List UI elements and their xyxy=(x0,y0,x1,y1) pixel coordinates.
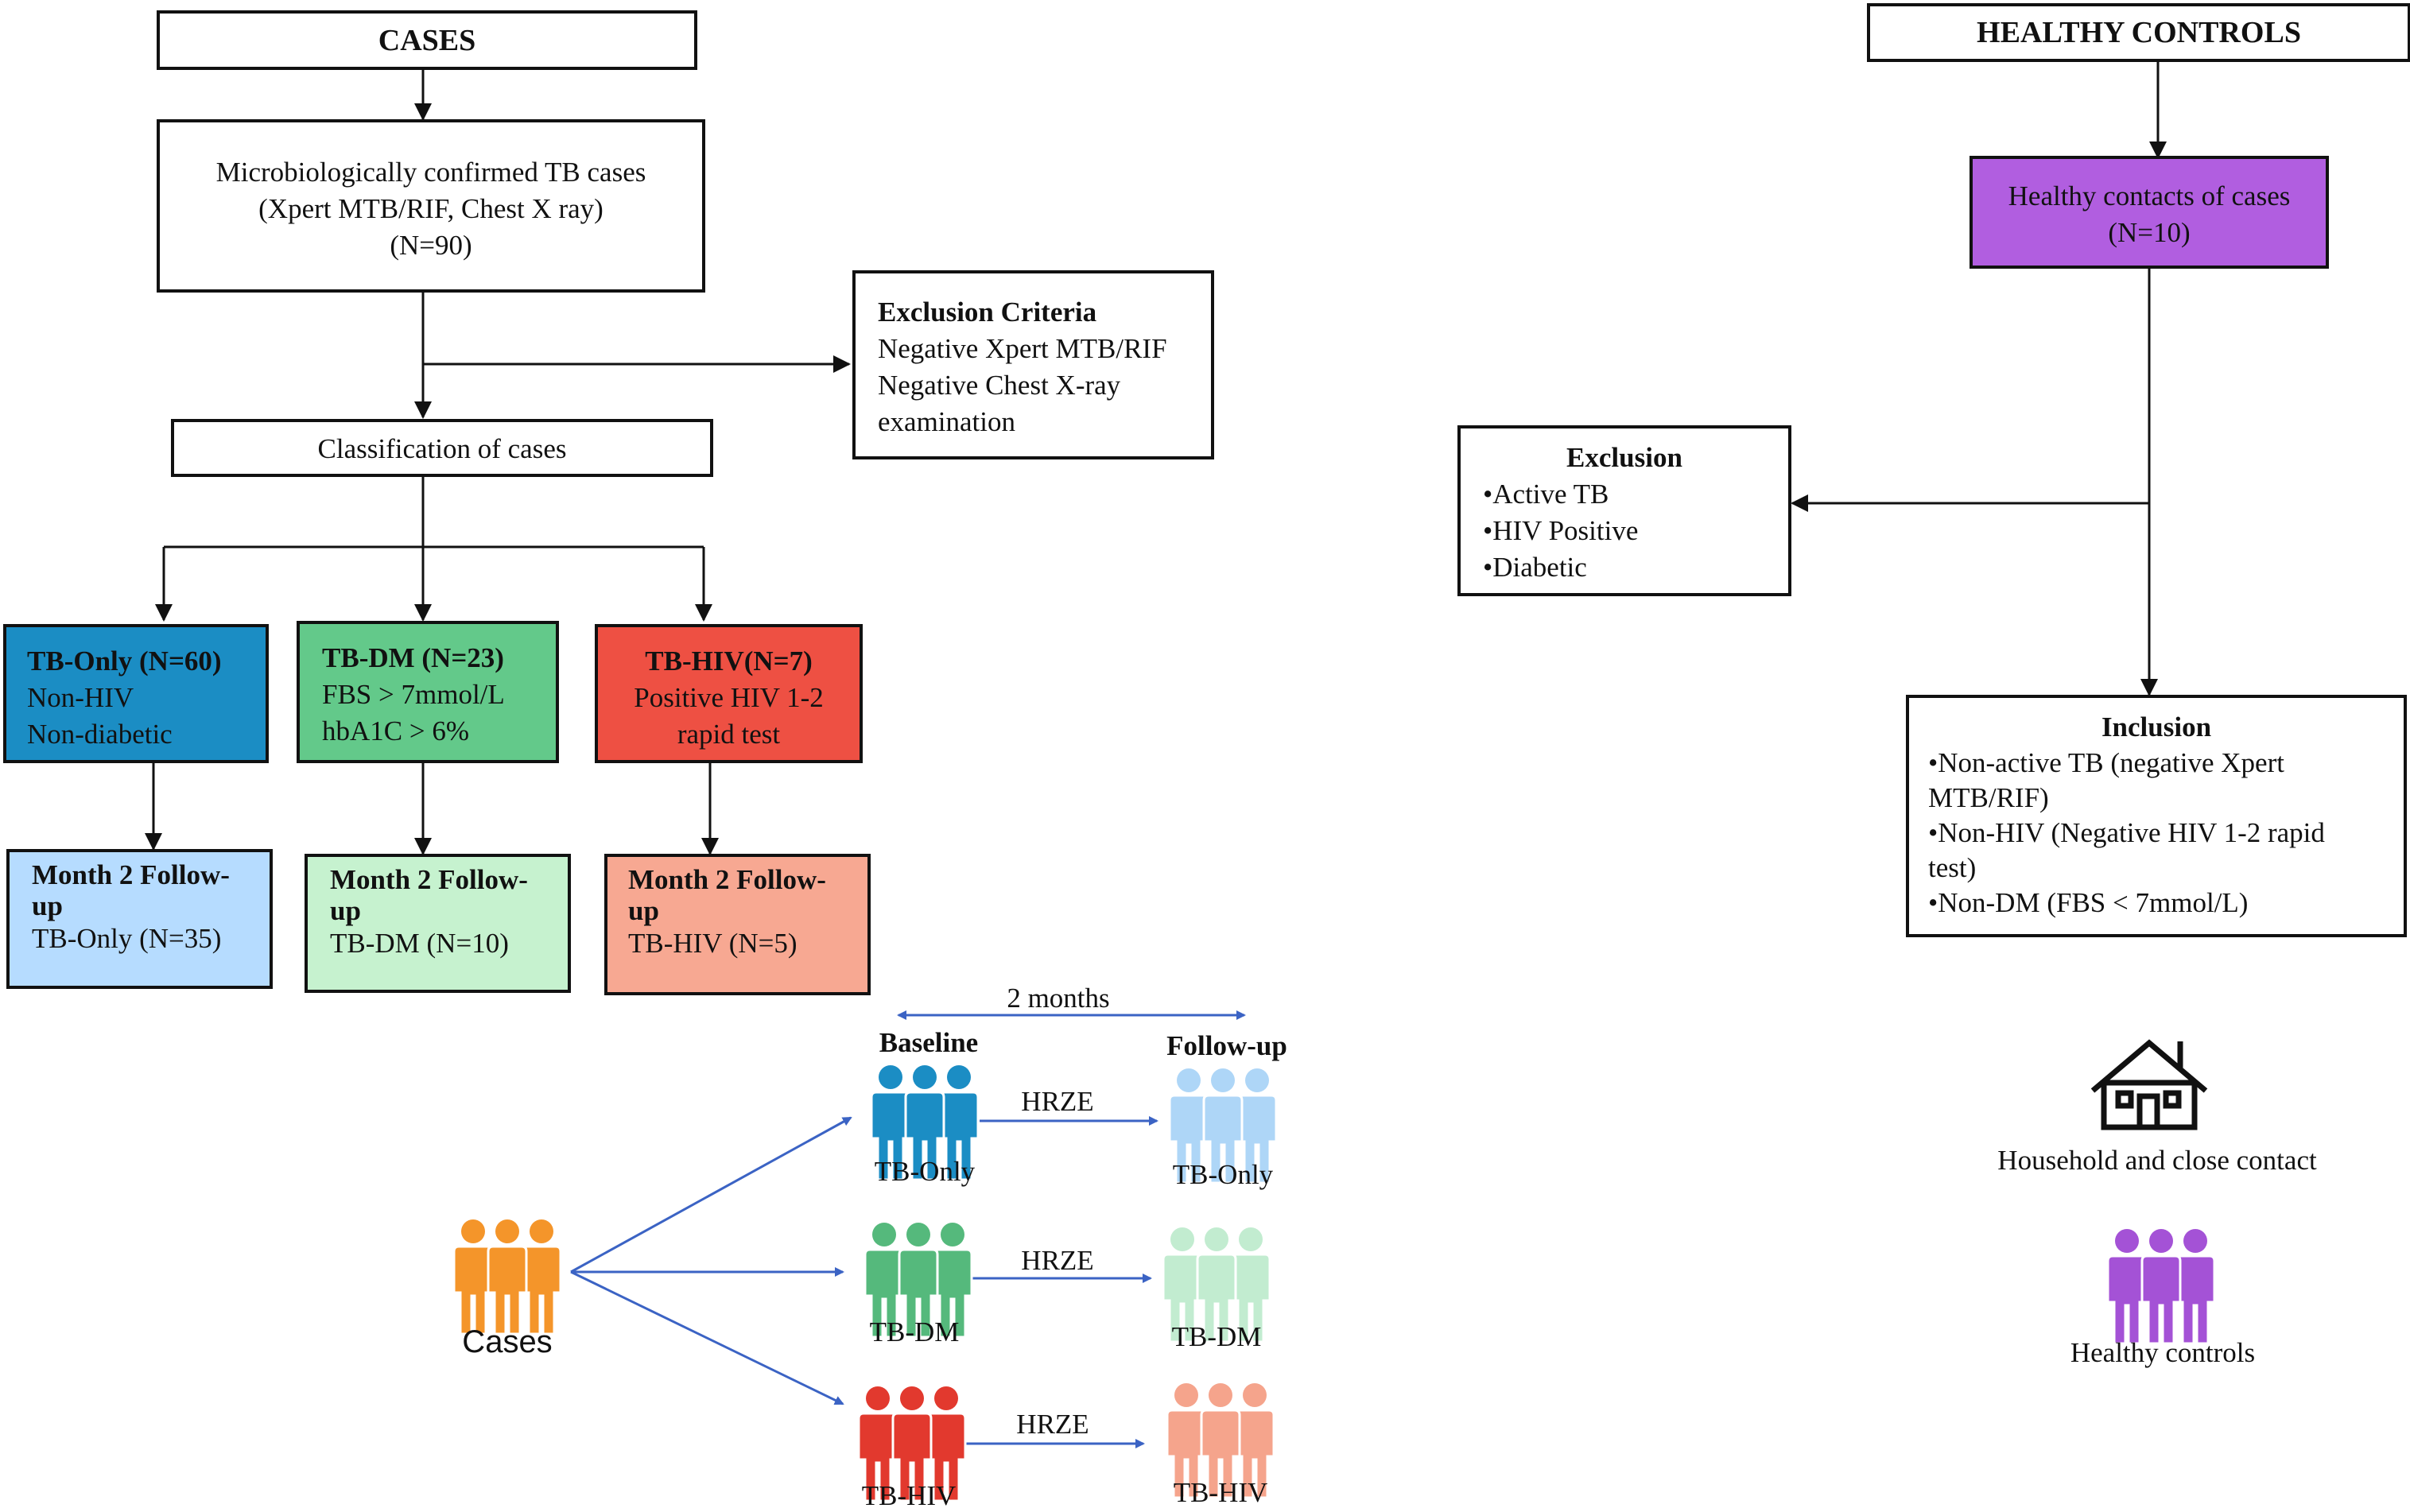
controls-exclusion-line-1: •Active TB xyxy=(1483,479,1609,510)
followup-tb-dm-box: Month 2 Follow- up TB-DM (N=10) xyxy=(305,854,571,993)
tb-only-line-1: Non-HIV xyxy=(27,682,134,713)
controls-header-box: HEALTHY CONTROLS xyxy=(1867,3,2410,62)
followup-tb-hiv-box: Month 2 Follow- up TB-HIV (N=5) xyxy=(604,854,871,995)
tb-dm-line-1: FBS > 7mmol/L xyxy=(322,679,505,710)
controls-exclusion-box: Exclusion •Active TB •HIV Positive •Diab… xyxy=(1457,425,1791,596)
tb-hiv-box: TB-HIV(N=7) Positive HIV 1-2 rapid test xyxy=(595,624,863,763)
household-label: Household and close contact xyxy=(1997,1145,2317,1176)
controls-inclusion-line-2: MTB/RIF) xyxy=(1928,782,2049,813)
tb-only-title: TB-Only (N=60) xyxy=(27,646,222,677)
followup-tb-only-title-2: up xyxy=(32,890,63,921)
followup-tb-hiv-title-2: up xyxy=(628,895,659,926)
classification-label: Classification of cases xyxy=(317,433,567,464)
classification-box: Classification of cases xyxy=(171,419,713,477)
controls-exclusion-title: Exclusion xyxy=(1566,442,1682,473)
confirmed-cases-box: Microbiologically confirmed TB cases (Xp… xyxy=(157,119,705,293)
baseline-tb-dm-label: TB-DM xyxy=(869,1316,960,1347)
house-icon xyxy=(2090,1039,2208,1130)
cases-header-box: CASES xyxy=(157,10,697,70)
followup-tb-hiv-people-icon xyxy=(1166,1383,1275,1499)
followup-tb-dm-label: TB-DM xyxy=(1171,1321,1262,1352)
healthy-contacts-box: Healthy contacts of cases (N=10) xyxy=(1970,156,2329,269)
cases-people-icon xyxy=(452,1219,562,1336)
confirmed-line-1: Microbiologically confirmed TB cases xyxy=(215,157,646,188)
cases-header: CASES xyxy=(378,23,476,57)
baseline-tb-only-label: TB-Only xyxy=(874,1156,976,1187)
followup-label: Follow-up xyxy=(1166,1030,1287,1061)
exclusion-criteria-title: Exclusion Criteria xyxy=(878,297,1097,328)
controls-inclusion-line-1: •Non-active TB (negative Xpert xyxy=(1928,747,2284,778)
cases-icon-label: Cases xyxy=(462,1324,553,1359)
healthy-controls-label: Healthy controls xyxy=(2070,1337,2256,1368)
controls-inclusion-line-4: test) xyxy=(1928,852,1977,883)
confirmed-line-3: (N=90) xyxy=(390,230,472,261)
healthy-controls-people-icon xyxy=(2106,1229,2216,1345)
tb-hiv-line-1: Positive HIV 1-2 xyxy=(634,682,824,713)
followup-tb-hiv-label: TB-HIV xyxy=(1173,1477,1268,1508)
followup-tb-hiv-title: Month 2 Follow- xyxy=(628,864,826,895)
controls-inclusion-box: Inclusion •Non-active TB (negative Xpert… xyxy=(1906,695,2407,937)
controls-inclusion-line-5: •Non-DM (FBS < 7mmol/L) xyxy=(1928,887,2249,918)
baseline-tb-hiv-people-icon xyxy=(857,1386,967,1502)
hrze-label-3: HRZE xyxy=(1016,1409,1089,1440)
controls-inclusion-line-3: •Non-HIV (Negative HIV 1-2 rapid xyxy=(1928,817,2325,848)
controls-inclusion-title: Inclusion xyxy=(2101,711,2212,742)
duration-label: 2 months xyxy=(1007,983,1110,1014)
baseline-tb-dm-people-icon xyxy=(863,1223,973,1339)
followup-tb-only-box: Month 2 Follow- up TB-Only (N=35) xyxy=(6,849,273,989)
followup-tb-only-people-icon xyxy=(1168,1068,1278,1184)
confirmed-line-2: (Xpert MTB/RIF, Chest X ray) xyxy=(258,193,603,224)
tb-dm-title: TB-DM (N=23) xyxy=(322,642,504,673)
exclusion-criteria-line-1: Negative Xpert MTB/RIF xyxy=(878,333,1167,364)
baseline-label: Baseline xyxy=(879,1027,979,1058)
followup-tb-hiv-line: TB-HIV (N=5) xyxy=(628,928,798,959)
controls-exclusion-line-3: •Diabetic xyxy=(1483,552,1587,583)
tb-only-line-2: Non-diabetic xyxy=(27,719,173,750)
tb-dm-line-2: hbA1C > 6% xyxy=(322,715,470,746)
followup-tb-dm-title-2: up xyxy=(330,895,361,926)
hrze-label-2: HRZE xyxy=(1021,1245,1094,1276)
exclusion-criteria-box: Exclusion Criteria Negative Xpert MTB/RI… xyxy=(852,270,1214,459)
controls-header: HEALTHY CONTROLS xyxy=(1977,16,2301,49)
hrze-label-1: HRZE xyxy=(1021,1086,1094,1117)
healthy-contacts-line-1: Healthy contacts of cases xyxy=(2008,180,2291,211)
followup-tb-dm-line: TB-DM (N=10) xyxy=(330,928,509,959)
exclusion-criteria-line-3: examination xyxy=(878,406,1016,437)
tb-hiv-line-2: rapid test xyxy=(677,719,781,750)
tb-hiv-title: TB-HIV(N=7) xyxy=(645,646,813,677)
followup-tb-dm-people-icon xyxy=(1162,1227,1271,1343)
followup-tb-only-title: Month 2 Follow- xyxy=(32,859,230,890)
baseline-tb-hiv-label: TB-HIV xyxy=(861,1480,957,1511)
tb-dm-box: TB-DM (N=23) FBS > 7mmol/L hbA1C > 6% xyxy=(297,621,559,763)
followup-tb-only-label: TB-Only xyxy=(1172,1159,1274,1190)
tb-only-box: TB-Only (N=60) Non-HIV Non-diabetic xyxy=(3,624,269,763)
controls-exclusion-line-2: •HIV Positive xyxy=(1483,515,1639,546)
followup-tb-dm-title: Month 2 Follow- xyxy=(330,864,528,895)
baseline-tb-only-people-icon xyxy=(870,1065,980,1181)
healthy-contacts-line-2: (N=10) xyxy=(2108,217,2191,248)
exclusion-criteria-line-2: Negative Chest X-ray xyxy=(878,370,1121,401)
followup-tb-only-line: TB-Only (N=35) xyxy=(32,923,222,954)
